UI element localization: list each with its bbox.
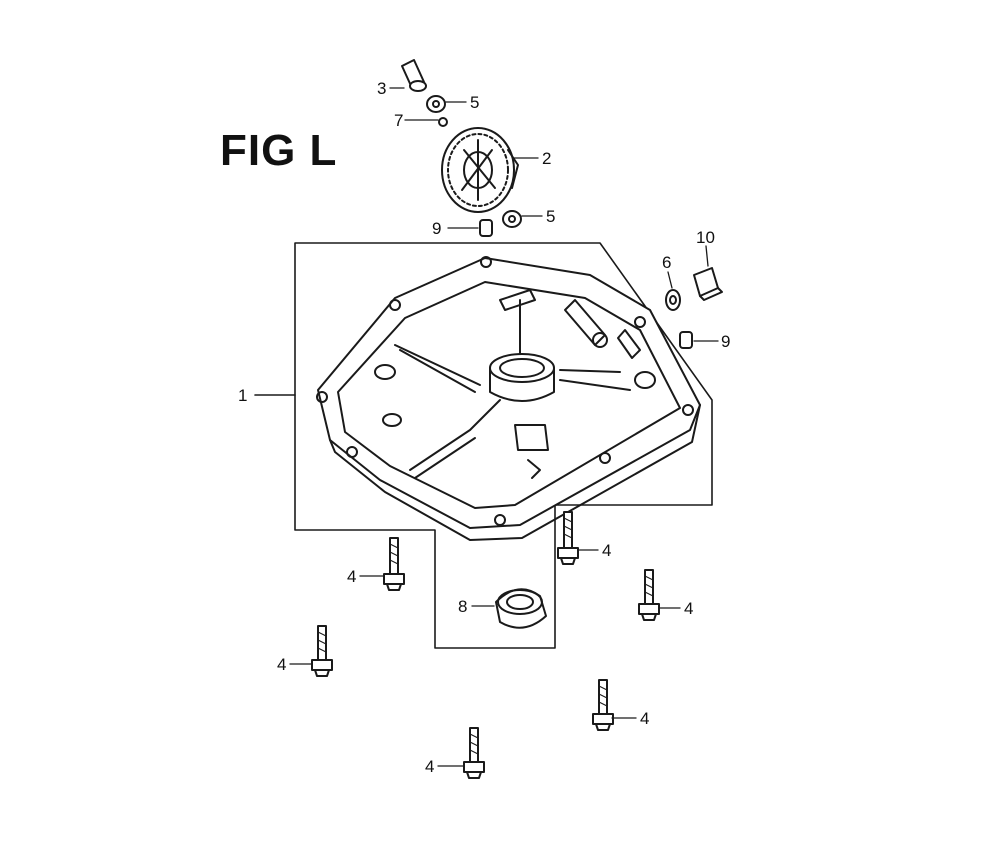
figure-title: FIG L — [220, 126, 338, 175]
callout-4: 4 — [277, 655, 286, 674]
bolt-3-part — [401, 59, 427, 92]
callout-2: 2 — [542, 149, 551, 168]
washer-5-lower — [502, 210, 522, 228]
callout-labels: 1 2 3 4 4 4 4 4 4 5 5 6 7 8 9 9 10 — [238, 79, 730, 776]
callout-10: 10 — [696, 228, 715, 247]
drain-plug-10-part — [693, 267, 723, 301]
pin-7-part — [438, 117, 448, 127]
bolt-4-f — [463, 727, 485, 779]
callout-9: 9 — [721, 332, 730, 351]
bolt-4-b — [557, 511, 579, 565]
callout-7: 7 — [394, 111, 403, 130]
callout-6: 6 — [662, 253, 671, 272]
washer-5-top — [426, 95, 446, 113]
callout-3: 3 — [377, 79, 386, 98]
dowel-pin-9-top — [479, 219, 493, 237]
callout-4: 4 — [684, 599, 693, 618]
callout-4: 4 — [640, 709, 649, 728]
callout-8: 8 — [458, 597, 467, 616]
crankcase-cover-part — [316, 256, 701, 541]
bolt-4-c — [638, 569, 660, 621]
bolt-4-e — [592, 679, 614, 731]
callout-5: 5 — [470, 93, 479, 112]
dowel-pin-9-right — [679, 331, 693, 349]
callout-5: 5 — [546, 207, 555, 226]
bolt-4-a — [383, 537, 405, 591]
callout-4: 4 — [347, 567, 356, 586]
gear-part — [441, 127, 519, 213]
leader-lines — [289, 87, 719, 767]
bolt-4-d — [311, 625, 333, 677]
callout-4: 4 — [602, 541, 611, 560]
callout-1: 1 — [238, 386, 247, 405]
oil-seal-8-part — [495, 588, 547, 629]
washer-6-part — [665, 289, 681, 311]
callout-9: 9 — [432, 219, 441, 238]
callout-4: 4 — [425, 757, 434, 776]
